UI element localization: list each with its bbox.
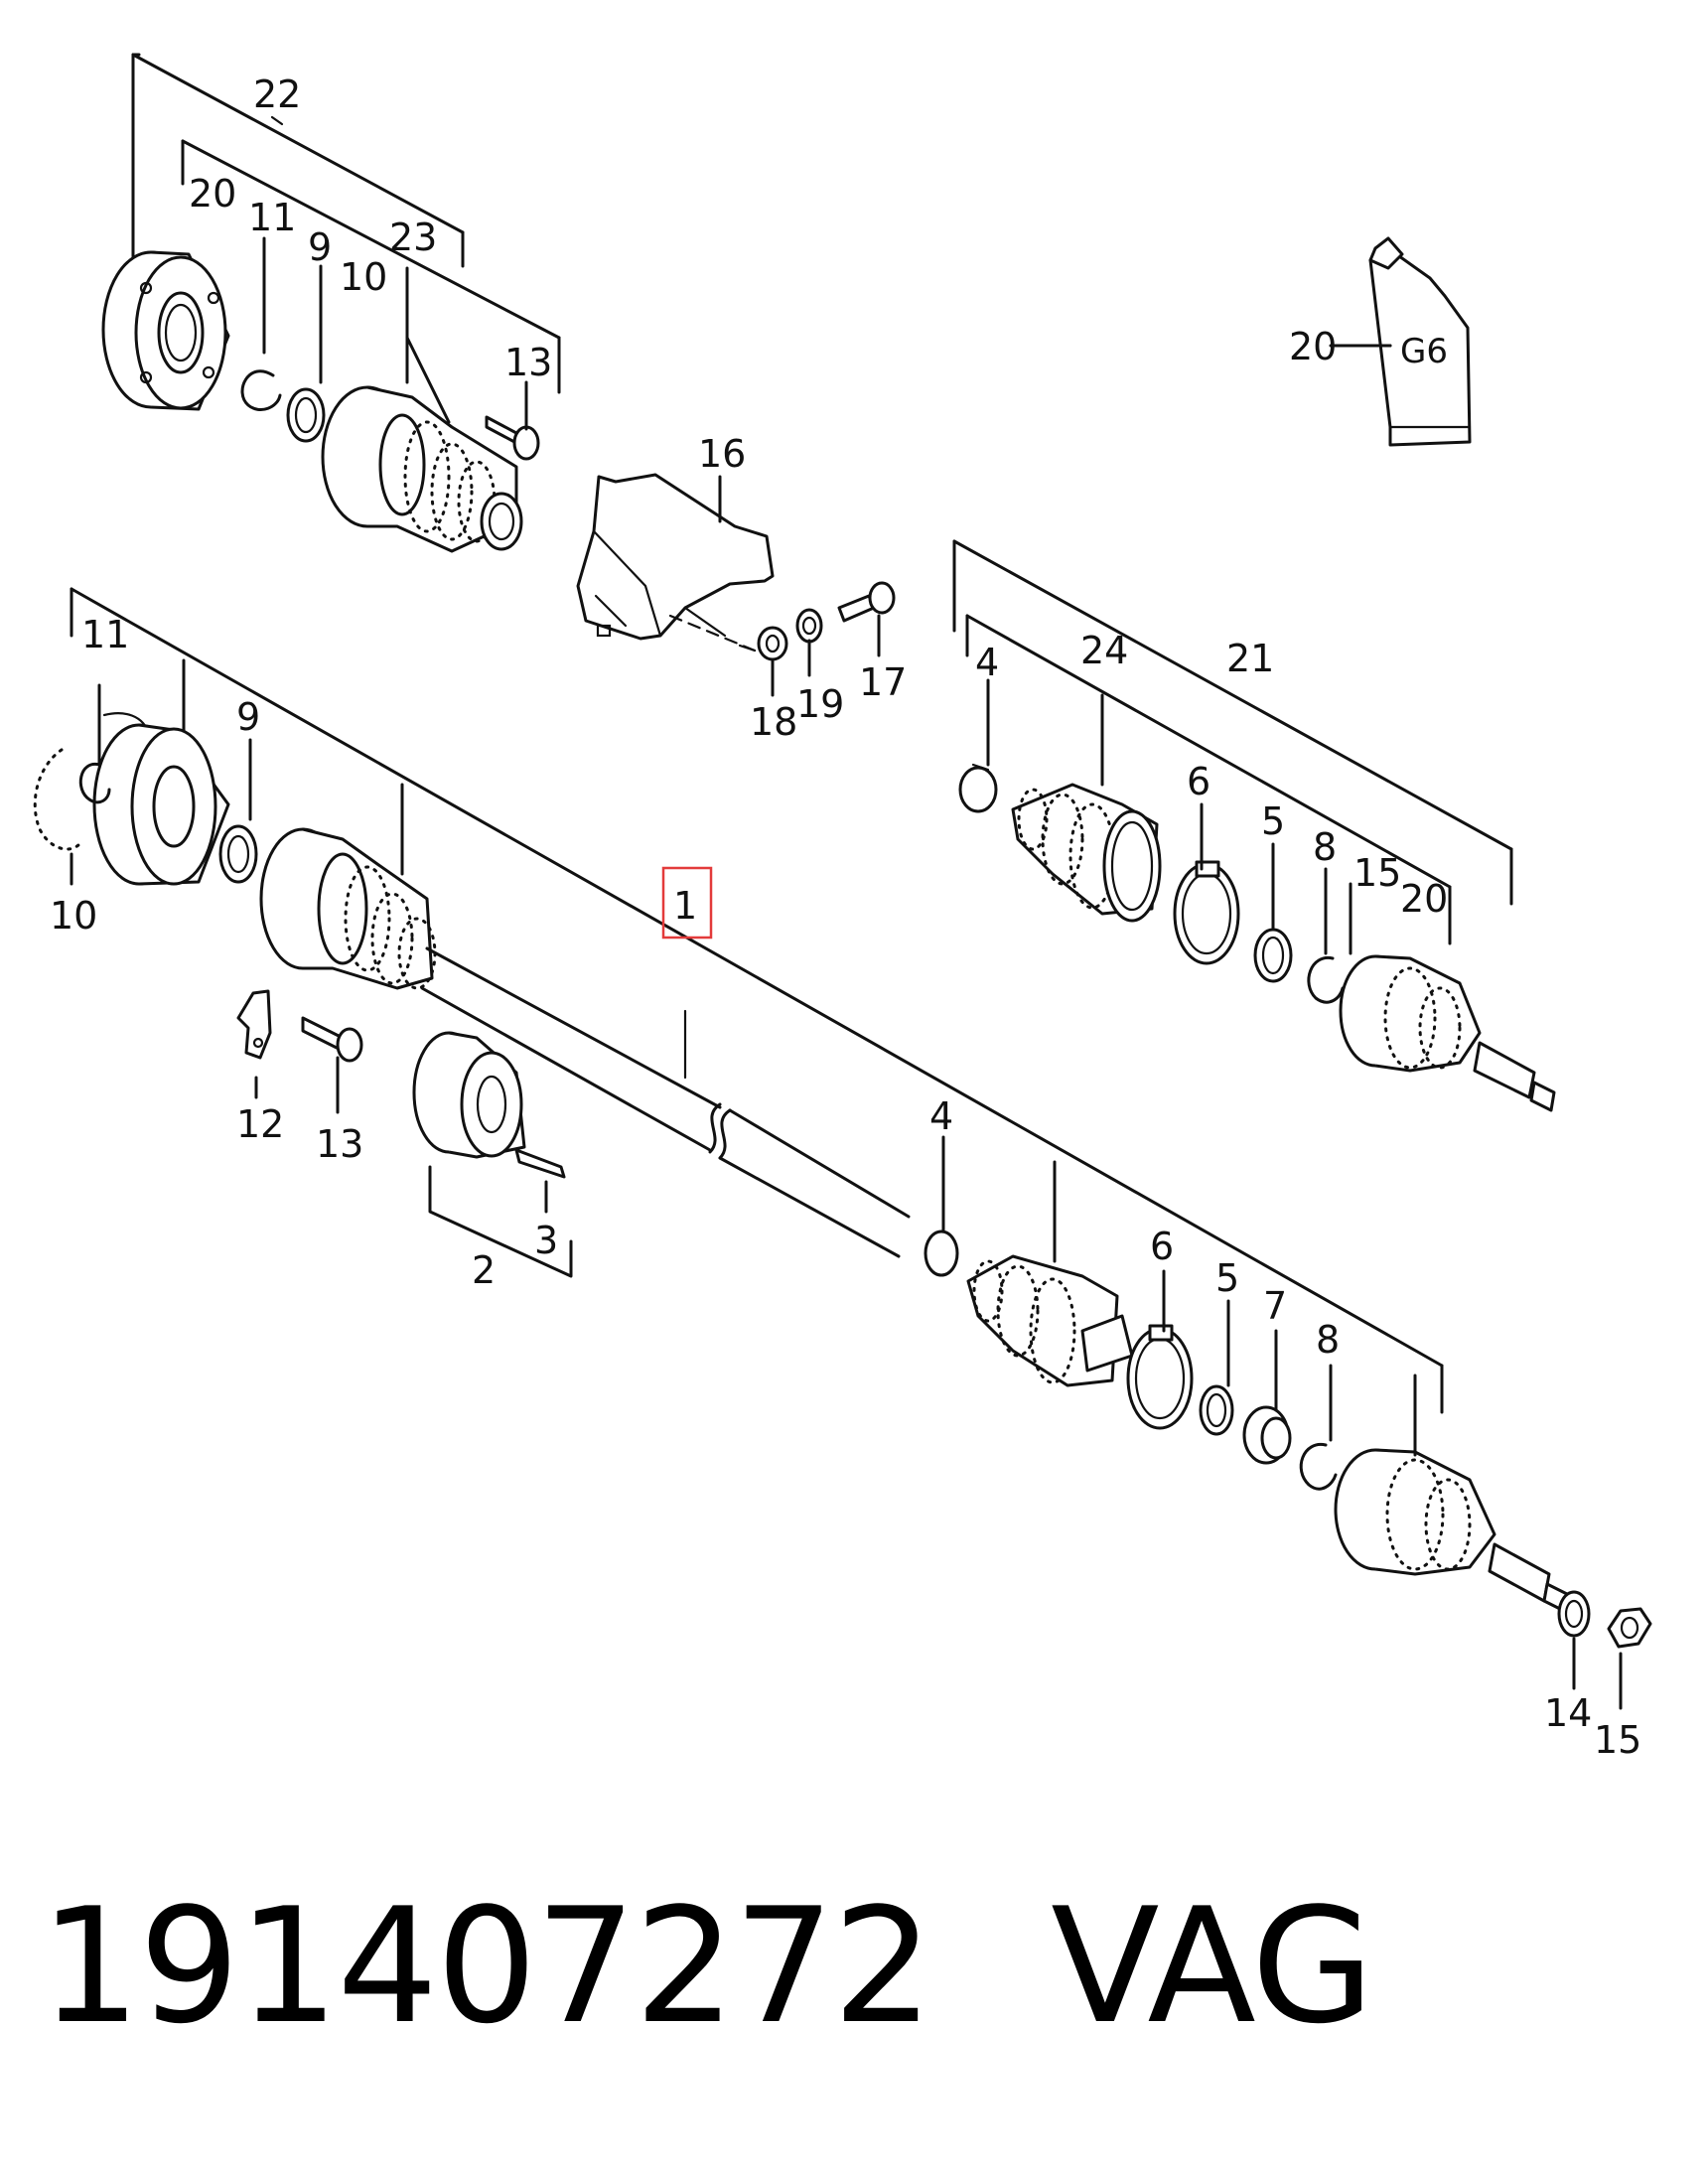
boot-24-upper xyxy=(1011,783,1162,923)
bracket-24 xyxy=(965,614,1452,945)
washer-14 xyxy=(1557,1590,1591,1638)
washer-19 xyxy=(795,608,823,644)
callout-24: 24 xyxy=(1080,629,1128,672)
heat-shield-16 xyxy=(576,473,775,652)
callout-21: 21 xyxy=(1226,637,1274,680)
flange-upper xyxy=(101,250,230,411)
callout-6: 6 xyxy=(1187,760,1210,803)
callout-19: 19 xyxy=(796,682,844,726)
callout-20: 20 xyxy=(1289,325,1337,368)
cage-2 xyxy=(412,1031,526,1159)
callout-11: 11 xyxy=(248,196,296,239)
callout-14: 14 xyxy=(1544,1691,1592,1735)
boot-lower xyxy=(966,1254,1134,1387)
nut-15 xyxy=(1607,1607,1652,1649)
callout-23: 23 xyxy=(389,216,437,259)
callout-3: 3 xyxy=(534,1219,558,1262)
washer-9-lower xyxy=(218,824,258,884)
callout-10: 10 xyxy=(50,894,97,938)
circlip-11-upper xyxy=(240,369,282,411)
washer-5-upper xyxy=(1253,928,1293,983)
callout-4: 4 xyxy=(929,1094,953,1138)
callout-15: 15 xyxy=(1594,1718,1641,1762)
pin-3 xyxy=(514,1148,566,1179)
bracket-21 xyxy=(952,539,1513,906)
callout-20: 20 xyxy=(189,172,236,216)
hub-flange-left xyxy=(33,712,230,886)
callout-13: 13 xyxy=(316,1122,363,1166)
callout-7: 7 xyxy=(1263,1284,1287,1328)
outer-joint-lower xyxy=(1334,1448,1569,1613)
grease-label: G6 xyxy=(1400,332,1448,371)
callout-4: 4 xyxy=(975,641,999,684)
highlight-box xyxy=(661,866,713,940)
callout-18: 18 xyxy=(750,700,797,744)
callout-15: 15 xyxy=(1353,851,1401,895)
callout-16: 16 xyxy=(698,432,746,476)
callout-13: 13 xyxy=(504,341,552,384)
joint-upper xyxy=(321,385,523,553)
callout-17: 17 xyxy=(859,660,907,704)
callout-20: 20 xyxy=(1400,877,1448,921)
circlip-8-lower xyxy=(1299,1443,1338,1491)
washer-9-upper xyxy=(286,387,326,443)
exploded-parts-diagram: G6 xyxy=(33,53,1652,1762)
circlip-8-upper xyxy=(1307,956,1345,1004)
outer-joint-upper xyxy=(1339,954,1556,1112)
bracket-23 xyxy=(181,139,561,394)
callout-8: 8 xyxy=(1316,1318,1340,1362)
callout-12: 12 xyxy=(236,1102,284,1146)
bracket-2 xyxy=(428,1165,573,1278)
callout-6: 6 xyxy=(1150,1225,1174,1268)
washer-18 xyxy=(757,626,788,661)
grease-tube-20: G6 xyxy=(1329,236,1472,447)
callout-8: 8 xyxy=(1313,825,1337,869)
clamp-6-lower xyxy=(1126,1324,1194,1430)
part-number-caption: 191407272 VAG xyxy=(40,1867,1688,2066)
bracket-1 xyxy=(70,587,1444,1414)
washer-5-lower xyxy=(1199,1384,1234,1436)
callout-22: 22 xyxy=(253,72,301,116)
bolt-17 xyxy=(837,581,896,623)
callout-1: 1 xyxy=(673,884,697,928)
joint-left xyxy=(259,827,437,990)
callout-5: 5 xyxy=(1215,1256,1239,1300)
clamp-6-upper xyxy=(1173,860,1240,965)
callout-10: 10 xyxy=(340,255,387,299)
callout-5: 5 xyxy=(1261,799,1285,843)
callout-11: 11 xyxy=(81,613,129,656)
callout-9: 9 xyxy=(308,225,332,269)
lock-plate-12 xyxy=(236,989,272,1060)
brand-name: VAG xyxy=(1051,1873,1374,2059)
callout-2: 2 xyxy=(472,1248,496,1292)
leader-lines xyxy=(70,236,1623,1710)
drive-shaft xyxy=(420,946,911,1258)
callout-9: 9 xyxy=(236,695,260,739)
spacer-7 xyxy=(1242,1405,1292,1465)
bracket-22 xyxy=(131,53,465,300)
part-number: 191407272 xyxy=(40,1873,933,2059)
clamp-4-upper xyxy=(958,763,998,813)
clamp-4-lower xyxy=(924,1230,959,1277)
bolt-13-lower xyxy=(301,1016,363,1063)
